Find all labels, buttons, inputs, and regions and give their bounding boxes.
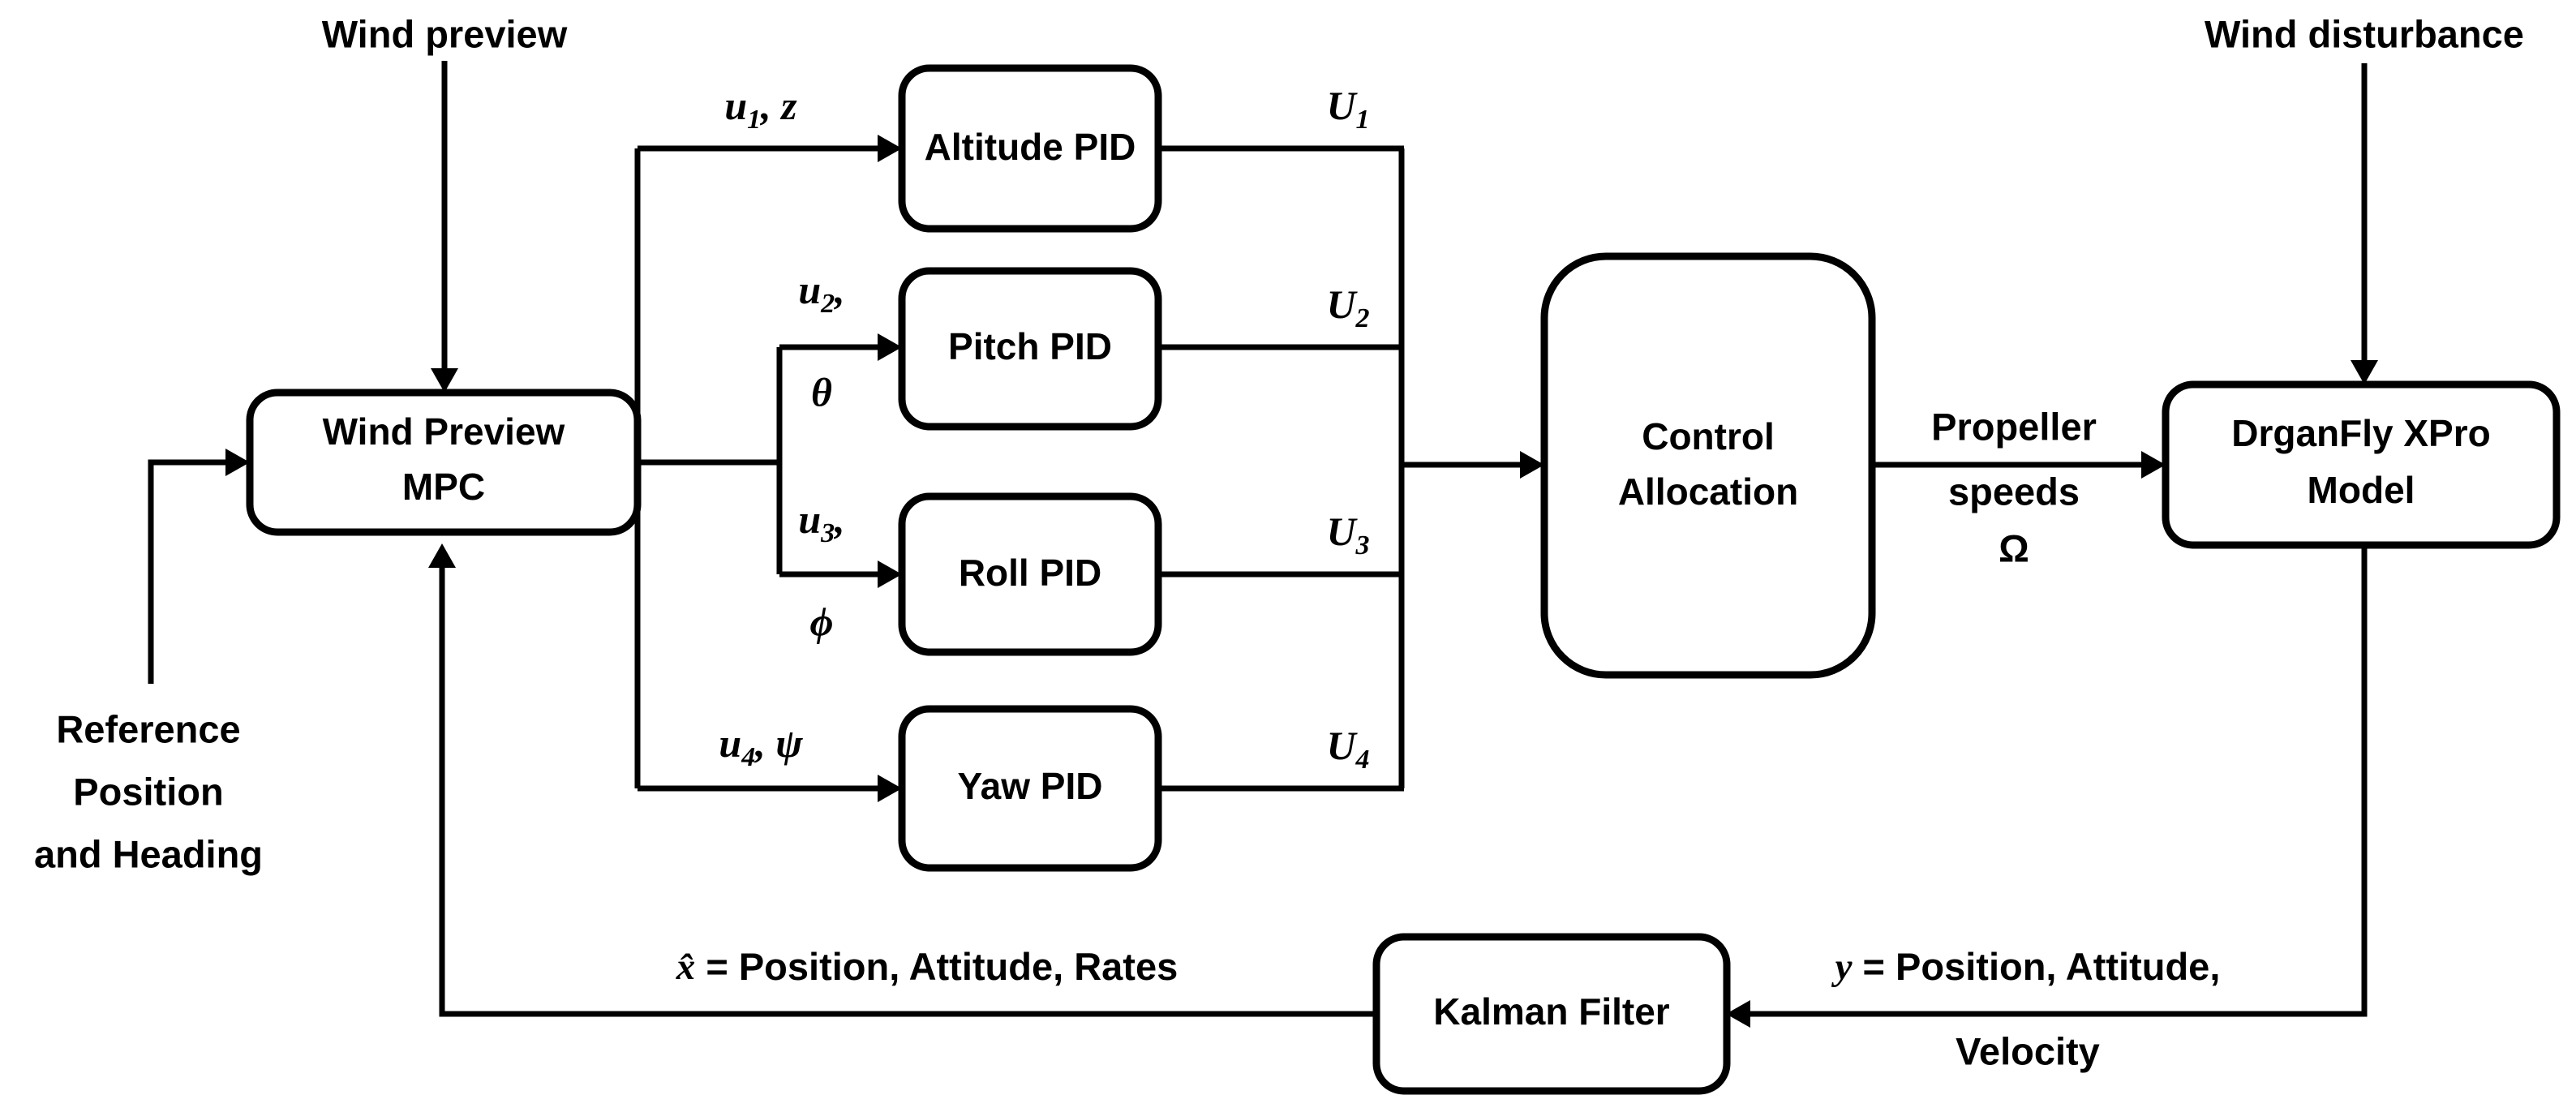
signal-u3-label: u3,	[798, 496, 844, 548]
roll-pid-label: Roll PID	[959, 552, 1101, 594]
state-estimate-label: x̂ = Position, Attitude, Rates	[676, 945, 1178, 988]
signal-labels-layer: u1, z u2, θ u3, ϕ u4, ψ U1 U2 U3 U4	[676, 83, 2221, 1072]
reference-label-line2: Position	[73, 770, 223, 813]
mpc-label-line2: MPC	[402, 466, 485, 508]
signal-u3-second-line: ϕ	[810, 599, 834, 644]
wire-plant-measurement	[1739, 545, 2368, 1017]
propeller-speeds-line2: speeds	[1948, 470, 2080, 513]
signal-u2-label: u2,	[798, 267, 844, 318]
block-plant-model[interactable]: DrganFly XPro Model	[2162, 380, 2561, 549]
yaw-pid-label: Yaw PID	[958, 765, 1103, 807]
block-kalman-filter[interactable]: Kalman Filter	[1372, 933, 1731, 1095]
signal-u4-label: u4, ψ	[719, 720, 803, 771]
plant-label-line1: DrganFly XPro	[2231, 412, 2491, 454]
block-yaw-pid[interactable]: Yaw PID	[898, 705, 1162, 872]
external-labels-layer: Wind preview Wind disturbance Reference …	[34, 12, 2524, 875]
mpc-label-line1: Wind Preview	[323, 410, 565, 453]
measurement-label-line1: y = Position, Attitude,	[1831, 945, 2221, 988]
block-pitch-pid[interactable]: Pitch PID	[898, 267, 1162, 431]
wire-state-estimate-feedback	[439, 555, 1376, 1017]
signal-U2-label: U2	[1326, 281, 1369, 333]
block-wind-preview-mpc[interactable]: Wind Preview MPC	[246, 389, 642, 536]
kalman-filter-label: Kalman Filter	[1433, 990, 1670, 1033]
wind-disturbance-label: Wind disturbance	[2205, 12, 2524, 55]
control-allocation-label-line1: Control	[1642, 415, 1775, 457]
pitch-pid-label: Pitch PID	[948, 325, 1112, 367]
blocks-layer: Wind Preview MPC Altitude PID Pitch PID …	[246, 64, 2561, 1095]
block-control-allocation[interactable]: Control Allocation	[1540, 252, 1876, 679]
propeller-speeds-line1: Propeller	[1931, 405, 2097, 448]
plant-label-line2: Model	[2308, 469, 2415, 511]
wind-preview-label: Wind preview	[322, 12, 568, 55]
signal-u2-second-line: θ	[811, 369, 832, 414]
signal-u1-label: u1, z	[724, 83, 797, 134]
signal-U4-label: U4	[1326, 723, 1369, 774]
altitude-pid-label: Altitude PID	[925, 126, 1136, 168]
reference-label-line1: Reference	[56, 707, 240, 750]
control-allocation-label-line2: Allocation	[1618, 470, 1798, 513]
wire-reference-input	[148, 459, 237, 684]
measurement-label-line2: Velocity	[1956, 1029, 2100, 1072]
block-roll-pid[interactable]: Roll PID	[898, 492, 1162, 656]
reference-label-line3: and Heading	[34, 832, 263, 875]
propeller-speeds-label: Propeller speeds Ω	[1931, 405, 2097, 569]
reference-input-label: Reference Position and Heading	[34, 707, 263, 875]
block-altitude-pid[interactable]: Altitude PID	[898, 64, 1162, 233]
signal-U1-label: U1	[1326, 83, 1369, 134]
signal-U3-label: U3	[1326, 509, 1369, 560]
wiring-layer	[148, 61, 2378, 1028]
propeller-speeds-omega: Ω	[1999, 526, 2029, 569]
